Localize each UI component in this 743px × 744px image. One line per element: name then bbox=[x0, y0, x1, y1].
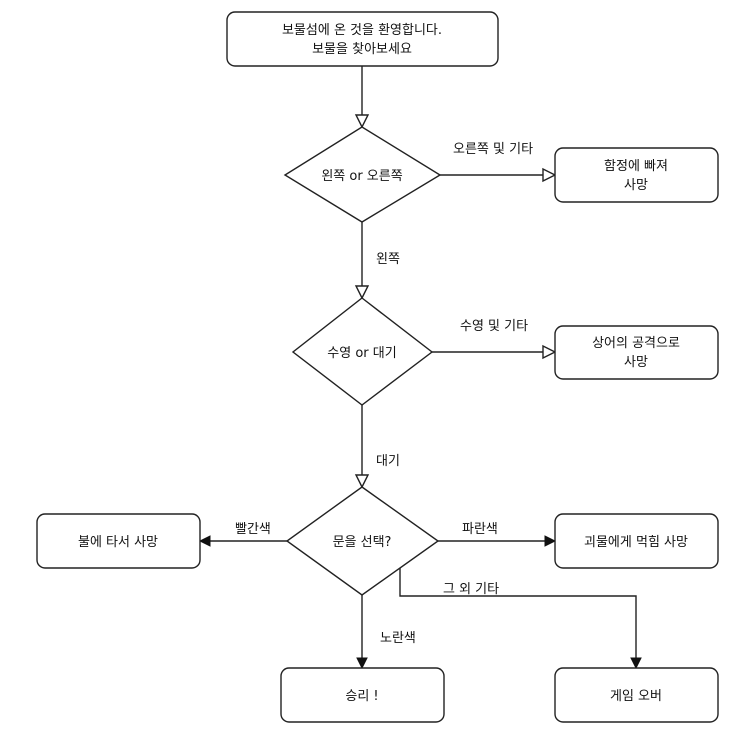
decision-left-or-right: 왼쪽 or 오른쪽 bbox=[283, 126, 442, 223]
edge-decision1-to-trap bbox=[440, 167, 557, 183]
edge-label-left: 왼쪽 bbox=[376, 252, 400, 267]
fire-text: 불에 타서 사망 bbox=[78, 535, 158, 550]
edge-decision3-to-monster bbox=[438, 535, 557, 547]
trap-text-line2: 사망 bbox=[624, 178, 648, 193]
edge-label-other: 그 외 기타 bbox=[443, 582, 499, 597]
shark-text-line2: 사망 bbox=[624, 355, 648, 370]
edge-label-blue: 파란색 bbox=[462, 522, 498, 537]
decision-swim-or-wait: 수영 or 대기 bbox=[291, 297, 434, 406]
start-node: 보물섬에 온 것을 환영합니다. 보물을 찾아보세요 bbox=[226, 11, 499, 67]
edge-decision3-to-win bbox=[356, 595, 368, 670]
win-node: 승리 ! bbox=[280, 667, 445, 723]
edge-label-swim-other: 수영 및 기타 bbox=[460, 319, 528, 334]
edge-decision1-to-decision2 bbox=[354, 222, 370, 300]
start-text-line2: 보물을 찾아보세요 bbox=[312, 42, 412, 57]
decision3-text: 문을 선택? bbox=[333, 535, 392, 550]
edge-label-yellow: 노란색 bbox=[380, 631, 416, 646]
edge-start-to-decision1 bbox=[354, 66, 370, 129]
trap-text-line1: 함정에 빠져 bbox=[604, 159, 668, 174]
decision2-text: 수영 or 대기 bbox=[327, 346, 396, 361]
edge-label-red: 빨간색 bbox=[235, 522, 271, 537]
decision1-text: 왼쪽 or 오른쪽 bbox=[321, 169, 402, 184]
edge-label-right-other: 오른쪽 및 기타 bbox=[453, 142, 533, 157]
edge-label-wait: 대기 bbox=[376, 454, 400, 469]
edge-decision2-to-shark bbox=[432, 344, 557, 360]
edge-decision3-to-gameover bbox=[399, 568, 642, 670]
fire-death-node: 불에 타서 사망 bbox=[36, 513, 201, 569]
game-over-node: 게임 오버 bbox=[554, 667, 719, 723]
trap-death-node: 함정에 빠져 사망 bbox=[554, 147, 719, 203]
start-text-line1: 보물섬에 온 것을 환영합니다. bbox=[282, 23, 442, 38]
shark-text-line1: 상어의 공격으로 bbox=[592, 336, 680, 351]
monster-death-node: 괴물에게 먹힘 사망 bbox=[554, 513, 719, 569]
shark-death-node: 상어의 공격으로 사망 bbox=[554, 325, 719, 380]
decision-choose-door: 문을 선택? bbox=[285, 486, 440, 596]
edge-decision3-to-fire bbox=[198, 535, 287, 547]
edge-decision2-to-decision3 bbox=[354, 405, 370, 489]
game-over-text: 게임 오버 bbox=[610, 689, 662, 704]
monster-text: 괴물에게 먹힘 사망 bbox=[584, 535, 688, 550]
win-text: 승리 ! bbox=[345, 689, 378, 704]
